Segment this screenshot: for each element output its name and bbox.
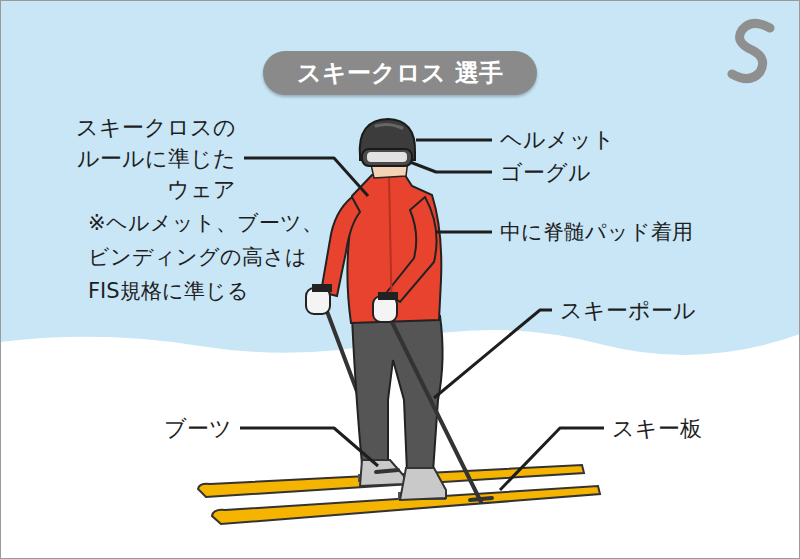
logo-mark: [732, 23, 770, 78]
pole-basket: [376, 470, 398, 472]
part-label: スキー板: [612, 413, 702, 444]
leader-lines: [240, 140, 604, 490]
ski-pole: [384, 306, 481, 502]
part-label: 中に脊髄パッド着用: [500, 217, 693, 248]
goggle: [362, 149, 412, 166]
boot: [360, 460, 404, 486]
leader-line: [244, 158, 368, 196]
part-label: ゴーグル: [500, 157, 591, 188]
boot: [400, 468, 446, 500]
leader-line: [500, 428, 604, 490]
leader-line: [416, 139, 492, 142]
glove-cuff: [378, 292, 398, 300]
jacket: [347, 172, 441, 323]
pole-basket: [470, 498, 492, 500]
helmet-vent: [376, 124, 402, 128]
goggle-lens: [367, 152, 407, 162]
title-pill: スキークロス 選手: [263, 51, 536, 95]
leader-line: [434, 310, 552, 398]
part-label: ブーツ: [164, 413, 232, 444]
arm: [321, 197, 360, 296]
glove-cuff: [312, 284, 332, 292]
leader-line: [410, 162, 492, 172]
arm: [387, 197, 437, 302]
note-text: ※ヘルメット、ブーツ、 ビンディングの高さは FIS規格に準じる: [88, 206, 350, 308]
leader-line: [240, 428, 378, 466]
leader-line: [436, 231, 492, 234]
part-label: スキーポール: [560, 295, 696, 326]
part-label: ヘルメット: [500, 124, 615, 155]
wear-label: スキークロスの ルールに準じた ウェア: [61, 112, 236, 205]
